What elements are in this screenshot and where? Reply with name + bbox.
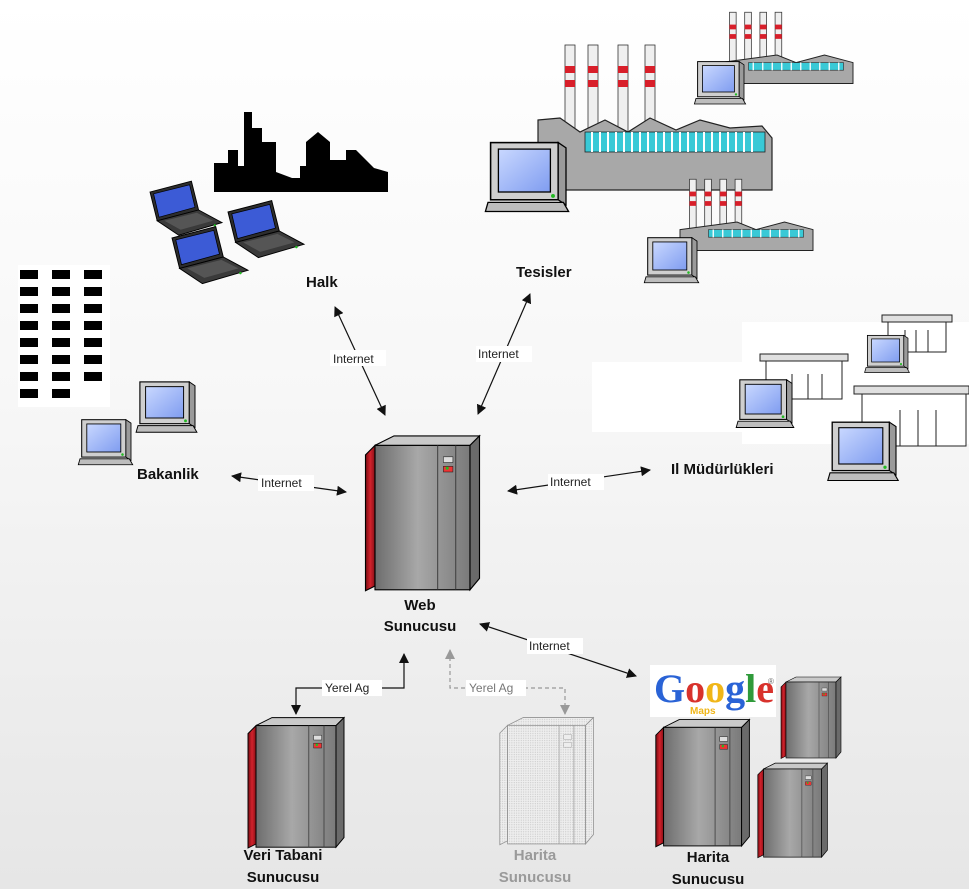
node-label-il-mudurlukleri: Il Müdürlükleri xyxy=(671,461,774,478)
laptop-icon xyxy=(149,180,223,236)
web-server-icon xyxy=(364,435,481,592)
database-server-icon xyxy=(247,717,345,849)
city-skyline-icon xyxy=(214,112,388,192)
node-label-tesisler: Tesisler xyxy=(516,264,572,281)
monitor-icon xyxy=(77,419,134,466)
node-label-veritabani-line1: Veri Tabani xyxy=(244,847,323,864)
edge-label-bakanlik: Internet xyxy=(261,476,302,490)
node-label-web-line2: Sunucusu xyxy=(384,618,457,635)
monitor-icon xyxy=(643,237,700,284)
edge-label-il: Internet xyxy=(550,475,591,489)
map-server-icon xyxy=(780,676,842,759)
google-maps-logo: Google ® Maps xyxy=(650,665,776,717)
svg-text:Maps: Maps xyxy=(690,706,716,717)
node-label-harita-local-line1: Harita xyxy=(514,847,557,864)
factory-icon xyxy=(537,44,773,191)
edge-label-halk: Internet xyxy=(333,352,374,366)
node-label-veritabani-line2: Sunucusu xyxy=(247,869,320,886)
map-server-icon xyxy=(655,719,750,848)
laptop-icon xyxy=(227,200,305,259)
node-label-halk: Halk xyxy=(306,274,338,291)
monitor-icon xyxy=(827,421,899,482)
edge-label-harita-local: Yerel Ag xyxy=(469,681,513,695)
monitor-icon xyxy=(484,141,570,213)
monitor-icon xyxy=(135,381,198,433)
node-label-harita-google-line2: Sunucusu xyxy=(672,871,745,888)
map-server-faded-icon xyxy=(499,717,594,846)
node-label-harita-local-line2: Sunucusu xyxy=(499,869,572,886)
node-label-harita-google-line1: Harita xyxy=(687,849,730,866)
node-label-bakanlik: Bakanlik xyxy=(137,466,199,483)
svg-text:®: ® xyxy=(768,677,774,686)
node-label-web-line1: Web xyxy=(404,597,435,614)
map-server-icon xyxy=(757,762,828,859)
building-icon xyxy=(18,265,110,407)
edge-label-veritabani: Yerel Ag xyxy=(325,681,369,695)
svg-text:Google: Google xyxy=(654,666,774,711)
edge-label-tesisler: Internet xyxy=(478,347,519,361)
edge-label-google: Internet xyxy=(529,639,570,653)
monitor-icon xyxy=(693,61,747,105)
